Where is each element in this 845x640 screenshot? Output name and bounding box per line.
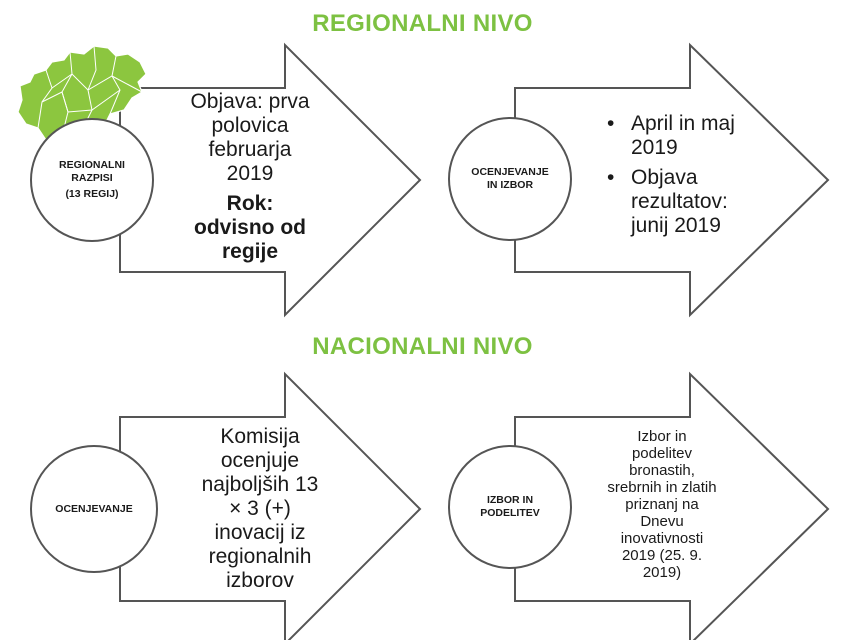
text-line: Objava: prva: [190, 90, 310, 113]
regional-step2-bullets: April in maj 2019 Objava rezultatov: jun…: [605, 112, 755, 244]
text-line: polovica: [211, 114, 289, 137]
circle-label: (13 REGIJ): [65, 188, 119, 200]
text-line: regionalnih: [208, 545, 312, 568]
circle-label: REGIONALNI: [59, 159, 125, 171]
text-line: Dnevu: [640, 513, 684, 530]
text-line: × 3 (+): [229, 497, 291, 520]
circle-label: OCENJEVANJE: [55, 502, 133, 515]
text-line: srebrnih in zlatih: [607, 479, 717, 496]
bullet-item: April in maj 2019: [605, 112, 755, 160]
deadline-line: odvisno od: [194, 216, 306, 239]
circle-label: OCENJEVANJE: [471, 166, 549, 178]
national-level-heading: NACIONALNI NIVO: [312, 333, 533, 360]
text-line: najboljših 13: [201, 473, 319, 496]
text-line: februarja: [208, 138, 292, 161]
text-line: 2019: [226, 162, 274, 185]
arrow-regional-1: [119, 42, 422, 318]
slovenia-map-icon: [17, 45, 147, 147]
text-line: podelitev: [631, 445, 693, 462]
text-line: ocenjuje: [220, 449, 300, 472]
arrow-national-2: [514, 371, 830, 640]
evaluation-circle: OCENJEVANJE: [30, 445, 158, 573]
bullet-item: Objava rezultatov: junij 2019: [605, 166, 755, 238]
national-step2-text: Izbor in podelitev bronastih, srebrnih i…: [596, 428, 728, 581]
text-line: izborov: [226, 569, 294, 592]
text-line: inovacij iz: [214, 521, 306, 544]
regional-level-heading: REGIONALNI NIVO: [312, 10, 533, 37]
text-line: Komisija: [220, 425, 300, 448]
circle-label: IZBOR IN: [486, 494, 534, 506]
deadline-line: Rok:: [226, 192, 274, 215]
text-line: 2019 (25. 9.: [621, 547, 703, 564]
arrow-national-1: [119, 371, 422, 640]
text-line: priznanj na: [625, 496, 699, 513]
national-step1-text: Komisija ocenjuje najboljših 13 × 3 (+) …: [185, 425, 335, 593]
selection-award-circle: IZBOR IN PODELITEV: [448, 445, 572, 569]
text-line: bronastih,: [629, 462, 695, 479]
circle-label: PODELITEV: [480, 507, 540, 519]
deadline-line: regije: [221, 240, 279, 263]
text-line: inovativnosti: [620, 530, 704, 547]
evaluation-selection-circle: OCENJEVANJE IN IZBOR: [448, 117, 572, 241]
regional-step1-text: Objava: prva polovica februarja 2019 Rok…: [185, 90, 315, 264]
text-line: Izbor in: [637, 428, 687, 445]
regional-calls-circle: REGIONALNI RAZPISI (13 REGIJ): [30, 118, 154, 242]
circle-label: IN IZBOR: [486, 179, 534, 191]
circle-label: RAZPISI: [71, 172, 113, 184]
text-line: 2019): [642, 564, 682, 581]
